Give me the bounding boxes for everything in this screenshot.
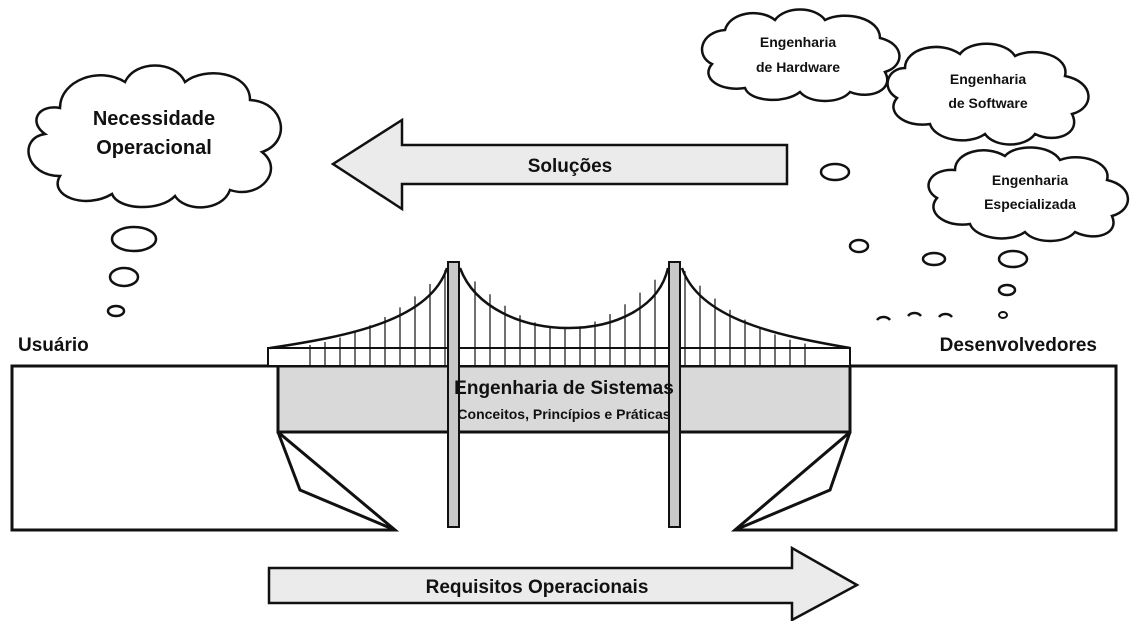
operational-need-line2: Operacional (96, 137, 212, 159)
software-line2: de Software (948, 95, 1028, 111)
thought-bubble (110, 225, 158, 253)
thought-bubble (907, 311, 922, 317)
bridge-tower-right (668, 261, 681, 528)
software-engineering-cloud (886, 42, 1090, 146)
thought-bubble (108, 266, 140, 288)
thought-bubble (106, 304, 126, 318)
specialized-engineering-cloud (927, 146, 1130, 243)
bridge-hangers (309, 269, 806, 366)
bridge-subtitle: Conceitos, Princípios e Práticas (457, 406, 670, 422)
developers-label: Desenvolvedores (940, 335, 1097, 356)
thought-bubble (997, 249, 1029, 269)
software-line1: Engenharia (950, 71, 1026, 87)
thought-bubble (848, 238, 870, 254)
thought-bubble (997, 283, 1017, 297)
operational-need-line1: Necessidade (93, 108, 215, 130)
thought-bubble (998, 311, 1008, 319)
specialized-line1: Engenharia (992, 172, 1068, 188)
thought-bubble (876, 315, 891, 321)
bridge-tower-left (447, 261, 460, 528)
hardware-line1: Engenharia (760, 34, 836, 50)
bridge-deck (276, 364, 852, 434)
suspension-cable-right (680, 267, 851, 350)
bridge-railing (267, 347, 851, 367)
suspension-cable-middle (458, 267, 670, 330)
requirements-label: Requisitos Operacionais (426, 577, 649, 598)
right-abutment (734, 431, 852, 532)
thought-bubble (938, 312, 953, 318)
requirements-arrow (267, 545, 860, 623)
specialized-line2: Especializada (984, 196, 1076, 212)
operational-need-cloud (27, 64, 283, 209)
thought-bubble (819, 162, 851, 182)
solutions-arrow (330, 117, 789, 212)
left-abutment (276, 431, 396, 532)
suspension-cable-left (269, 267, 449, 350)
user-label: Usuário (18, 335, 89, 356)
bridge-title: Engenharia de Sistemas (454, 378, 674, 399)
solutions-label: Soluções (528, 156, 612, 177)
hardware-line2: de Hardware (756, 59, 840, 75)
hardware-engineering-cloud (700, 8, 901, 103)
thought-bubble (921, 251, 947, 267)
